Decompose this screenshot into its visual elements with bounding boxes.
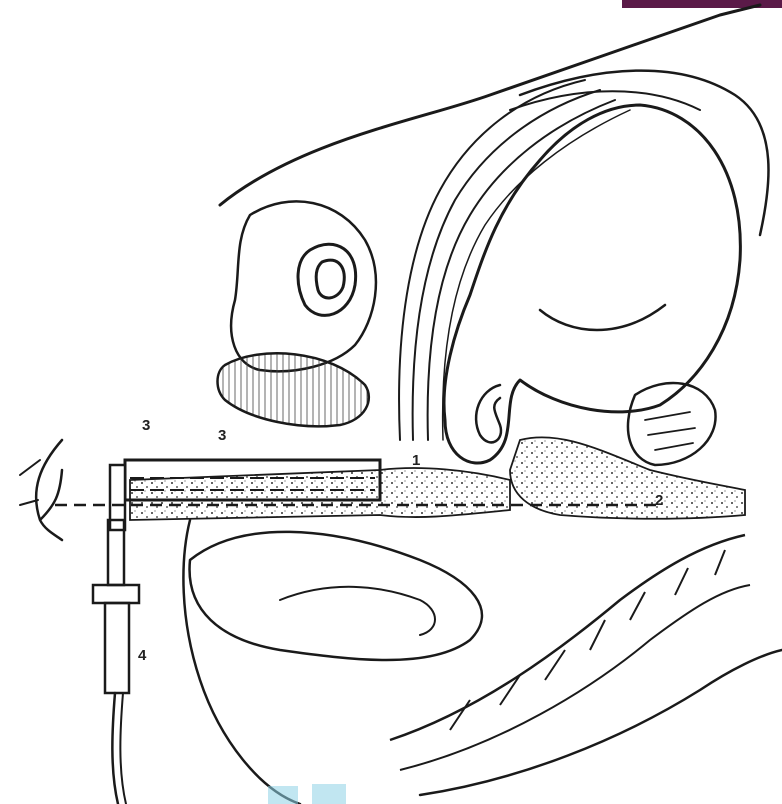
sacral-vertebrae-inner bbox=[400, 585, 750, 770]
abdominal-wall-outline bbox=[220, 5, 760, 205]
label-3-right: 3 bbox=[218, 427, 226, 444]
fetal-fingers bbox=[645, 412, 695, 450]
fetal-ear bbox=[476, 385, 501, 442]
vertebra-segments bbox=[450, 550, 725, 730]
perineal-contour bbox=[183, 520, 300, 804]
label-4: 4 bbox=[138, 647, 147, 664]
vaginal-tissue bbox=[130, 468, 510, 520]
pubic-symphysis bbox=[218, 353, 369, 426]
membrane-layer-3 bbox=[428, 100, 615, 440]
cervical-tissue bbox=[510, 437, 745, 518]
rectum-outline bbox=[190, 532, 482, 660]
label-3-left: 3 bbox=[142, 417, 150, 434]
syringe-tube-2 bbox=[120, 693, 126, 804]
fetal-head bbox=[444, 105, 740, 463]
syringe-barrel bbox=[105, 603, 129, 693]
sacral-vertebrae bbox=[390, 535, 745, 740]
watermark-fragment bbox=[268, 778, 348, 804]
syringe-collar bbox=[93, 585, 139, 603]
membrane-layer-1 bbox=[399, 80, 585, 440]
label-2: 2 bbox=[655, 492, 663, 509]
eye-icon bbox=[36, 440, 62, 540]
fetal-face-fold bbox=[540, 305, 665, 330]
uterine-wall-inner bbox=[510, 91, 700, 110]
sacral-outer bbox=[420, 650, 782, 795]
placenta-inner bbox=[298, 244, 356, 315]
placenta-core bbox=[316, 260, 344, 298]
syringe bbox=[93, 520, 139, 804]
label-1: 1 bbox=[412, 452, 420, 469]
syringe-tube bbox=[112, 693, 118, 804]
rectum-mucosa bbox=[280, 587, 435, 635]
